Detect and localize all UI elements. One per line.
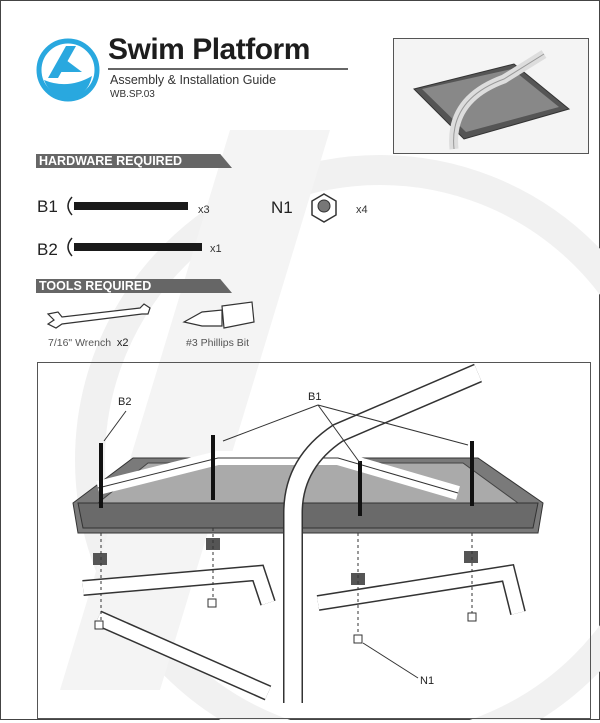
callout-b2: B2 [118, 396, 132, 408]
tool-wrench-label: 7/16" Wrench x2 [48, 337, 129, 349]
product-photo [393, 38, 589, 154]
tools-required-heading: TOOLS REQUIRED [36, 279, 232, 293]
product-code: WB.SP.03 [110, 89, 155, 100]
phillips-bit-icon [182, 301, 255, 329]
tool-bit-label: #3 Phillips Bit [186, 337, 250, 349]
watermark-logo [60, 130, 600, 720]
hardware-b1-label: B1 [37, 197, 58, 216]
title-divider [108, 68, 348, 70]
hardware-n1-qty: x4 [356, 204, 368, 216]
bolt-b2-icon [67, 237, 202, 257]
page-title: Swim Platform [108, 33, 310, 66]
hardware-b2-label: B2 [37, 240, 58, 259]
hardware-n1-label: N1 [271, 198, 293, 217]
hex-nut-icon [311, 193, 337, 223]
callout-n1: N1 [420, 675, 435, 687]
brand-logo-icon [36, 38, 100, 102]
bolt-b1-icon [67, 196, 188, 216]
assembly-diagram: B2 B1 N1 [37, 362, 591, 719]
hardware-b2-qty: x1 [210, 243, 222, 255]
callout-b1: B1 [308, 391, 322, 403]
page-subtitle: Assembly & Installation Guide [110, 73, 277, 87]
wrench-icon [46, 303, 151, 329]
hardware-b1-qty: x3 [198, 204, 210, 216]
hardware-required-heading: HARDWARE REQUIRED [36, 154, 232, 168]
